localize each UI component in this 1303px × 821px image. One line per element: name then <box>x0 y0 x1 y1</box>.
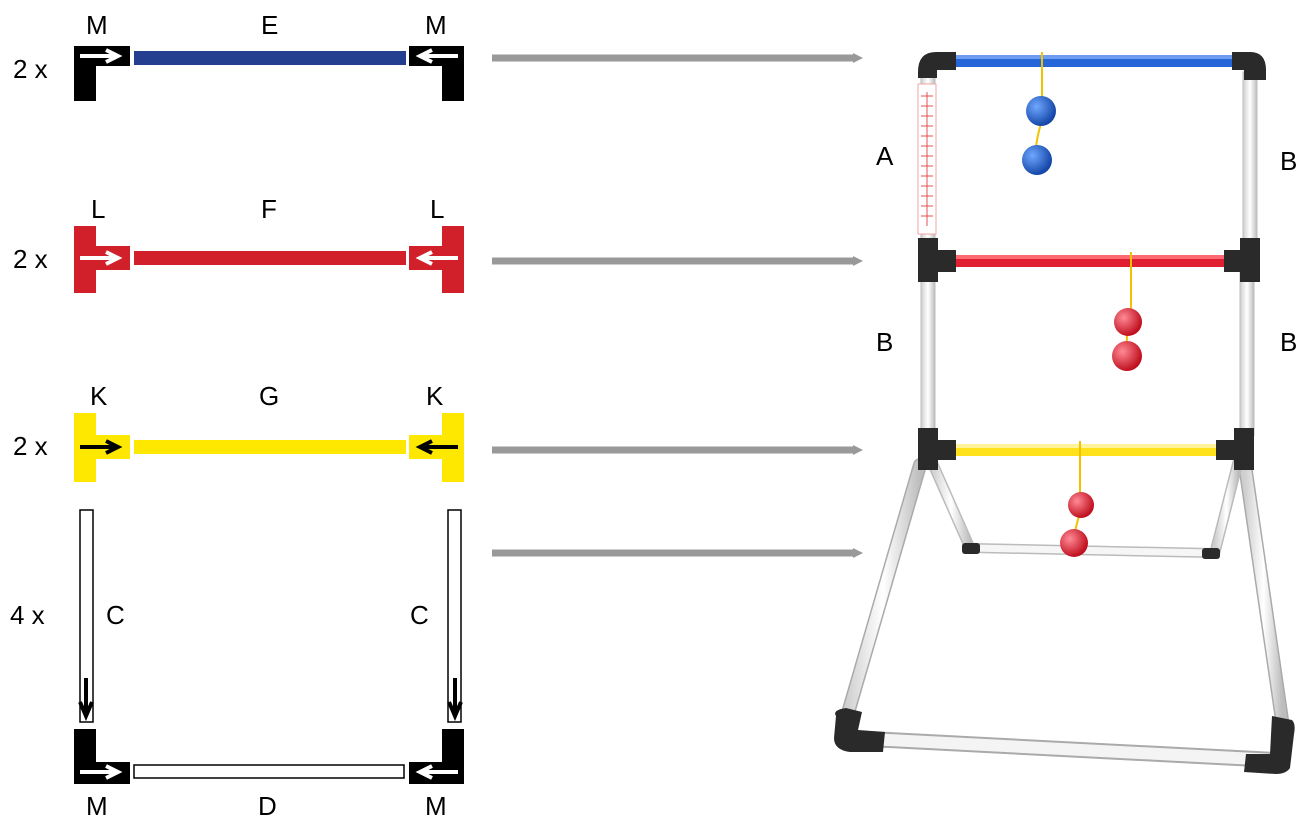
label-m-top-right: M <box>425 10 447 40</box>
white-arrow-icon <box>80 764 123 780</box>
label-m-bottom-right: M <box>425 791 447 821</box>
black-arrow-icon <box>80 439 123 455</box>
white-arrow-icon <box>415 48 458 64</box>
count-row-1: 2 x <box>13 54 48 84</box>
part-d-bar <box>133 764 405 779</box>
back-corner-left <box>962 543 980 554</box>
row-4-parts <box>74 509 464 784</box>
label-k-left: K <box>90 381 108 411</box>
black-arrow-down-icon <box>78 678 94 722</box>
count-row-3: 2 x <box>13 431 48 461</box>
bola-ball-red-1 <box>1114 308 1142 336</box>
part-f-bar <box>134 251 406 265</box>
label-g: G <box>259 381 280 411</box>
m-fitting-left-top <box>74 46 130 101</box>
bola-ball-blue-1 <box>1026 96 1056 126</box>
base-corner-left <box>834 708 885 752</box>
label-k-right: K <box>426 381 444 411</box>
bola-ball-red-2 <box>1112 341 1142 371</box>
label-b-top-right: B <box>1280 146 1298 176</box>
part-e-bar <box>134 51 406 65</box>
m-fitting-right-top <box>409 46 464 101</box>
count-row-4: 4 x <box>10 600 45 630</box>
label-c-right: C <box>410 600 429 630</box>
lower-tee-left <box>918 428 956 470</box>
label-l-right: L <box>430 194 445 224</box>
bola-ball-red-3 <box>1068 492 1094 518</box>
m-fitting-right-bottom <box>409 729 464 784</box>
pointer-arrows <box>492 53 863 558</box>
bola-ball-blue-2 <box>1022 145 1052 175</box>
score-card-ticks <box>921 92 933 226</box>
count-row-2: 2 x <box>13 244 48 274</box>
part-c-pipe-right <box>447 509 462 723</box>
label-a: A <box>876 141 894 171</box>
bola-ball-red-4 <box>1060 529 1088 557</box>
row-1-parts <box>74 46 464 101</box>
middle-tee-right <box>1224 238 1260 282</box>
middle-tee-left <box>918 238 956 282</box>
label-m-top-left: M <box>86 10 108 40</box>
label-c-left: C <box>106 600 125 630</box>
back-corner-right <box>1202 548 1220 559</box>
part-c-pipe-left <box>79 509 94 723</box>
black-arrow-icon <box>415 439 458 455</box>
top-corner-left <box>918 52 956 78</box>
upright-left-mid <box>920 269 936 437</box>
upright-right-top <box>1242 71 1258 245</box>
label-l-left: L <box>91 194 106 224</box>
label-m-bottom-left: M <box>86 791 108 821</box>
black-arrow-down-icon <box>447 678 463 722</box>
white-arrow-icon <box>80 48 123 64</box>
lower-tee-right <box>1216 428 1254 470</box>
top-corner-right <box>1232 52 1266 80</box>
row-3-parts <box>74 413 464 482</box>
white-arrow-icon <box>415 764 458 780</box>
assembled-ladder-illustration <box>834 52 1295 774</box>
upright-right-mid <box>1239 269 1255 437</box>
row-2-parts <box>74 226 464 293</box>
part-g-bar <box>134 440 406 454</box>
label-b-mid-left: B <box>876 327 894 357</box>
label-e: E <box>261 10 279 40</box>
m-fitting-left-bottom <box>74 729 130 784</box>
white-arrow-icon <box>80 250 123 266</box>
base-corner-right <box>1244 716 1295 774</box>
white-arrow-icon <box>415 250 458 266</box>
label-b-mid-right: B <box>1280 327 1298 357</box>
label-d: D <box>258 791 277 821</box>
label-f: F <box>261 194 277 224</box>
